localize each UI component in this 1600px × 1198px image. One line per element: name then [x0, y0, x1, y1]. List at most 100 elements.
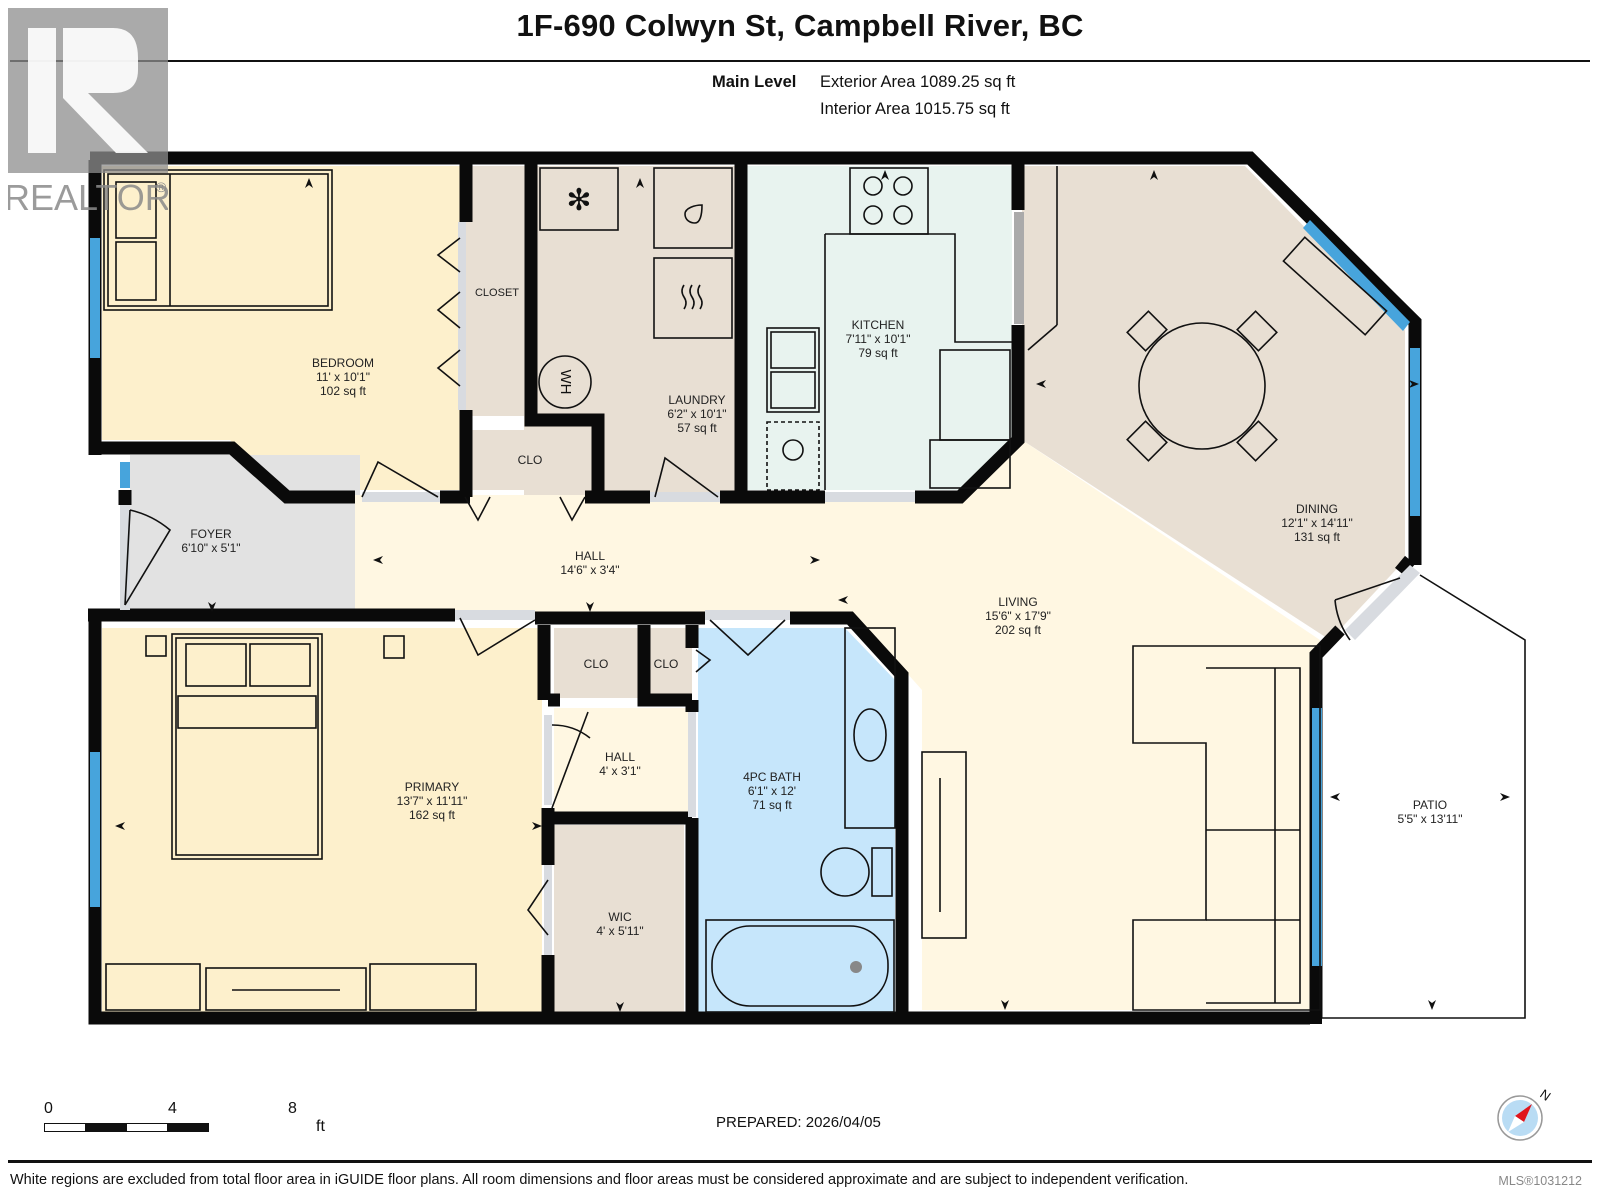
room-area: 71 sq ft — [752, 798, 792, 812]
opening-bath-side — [688, 712, 696, 817]
room-name: DINING — [1295, 502, 1338, 516]
room-dims: 14'6" x 3'4" — [560, 563, 620, 577]
marker — [1150, 170, 1158, 180]
water-heater — [538, 355, 592, 409]
room-name: PATIO — [1412, 798, 1448, 812]
dresser-1 — [105, 963, 201, 1011]
living-bottom-wall-extension — [1310, 1012, 1322, 1024]
room-dims: 6'10" x 5'1" — [181, 541, 241, 555]
room-dims: 11' x 10'1" — [315, 370, 370, 384]
room-dims: 13'7" x 11'11" — [396, 794, 468, 808]
room-label-kitchen: KITCHEN 7'11" x 10'1" 79 sq ft — [846, 318, 911, 360]
prepared-date: PREPARED: 2026/04/05 — [716, 1114, 881, 1131]
bed-bedroom — [103, 169, 333, 311]
bifold-wic — [527, 879, 549, 936]
room-name: LIVING — [998, 595, 1038, 609]
nightstand-2 — [383, 635, 405, 659]
marker — [532, 822, 542, 830]
hall-living-fill — [355, 440, 1320, 1010]
burner-2 — [893, 176, 913, 196]
door-swing-primary — [459, 617, 536, 657]
mls-number: MLS®1031212 — [1498, 1174, 1582, 1188]
room-label-clo-1: CLO — [584, 657, 609, 671]
room-name: FOYER — [190, 527, 232, 541]
bath-sink — [853, 708, 887, 762]
door-swing-laundry — [654, 456, 719, 498]
snowflake-icon: ✻ — [566, 184, 591, 217]
door-swing-bedroom — [361, 460, 439, 498]
marker — [616, 1002, 624, 1012]
opening-primary — [455, 610, 535, 620]
marker — [305, 178, 313, 188]
fridge-2 — [929, 439, 1011, 489]
bifold-hall — [464, 496, 586, 522]
wall-bath-top — [790, 611, 909, 1018]
dryer — [653, 257, 733, 339]
pillow-bedroom-2 — [115, 241, 157, 301]
marker — [1500, 793, 1510, 801]
burner-4 — [893, 205, 913, 225]
dresser-2 — [205, 967, 367, 1011]
door-swing-smallhall — [551, 711, 591, 809]
door-swings — [124, 237, 1401, 936]
door-swing-patio — [1334, 577, 1401, 641]
furniture: ✻ — [103, 166, 1526, 1019]
water-heater-label: WH — [557, 370, 574, 395]
marker — [881, 170, 889, 180]
room-label-closet: CLOSET — [475, 286, 519, 300]
kitchen-fill — [746, 166, 1012, 490]
kitchen-sink — [766, 327, 820, 413]
room-label-patio: PATIO 5'5" x 13'11" — [1398, 798, 1463, 826]
wall-clo-divider — [637, 625, 692, 707]
marker — [208, 602, 216, 612]
room-fills — [102, 166, 1405, 1013]
room-name: PRIMARY — [404, 780, 460, 794]
room-label-bath: 4PC BATH 6'1" x 12' 71 sq ft — [743, 770, 801, 812]
window-primary — [90, 752, 100, 907]
svg-text:REALTOR: REALTOR — [8, 177, 168, 218]
scale-bar — [44, 1123, 209, 1132]
marker — [115, 822, 125, 830]
marker — [373, 556, 383, 564]
opening-bath — [705, 610, 790, 620]
toilet-bowl — [820, 847, 870, 897]
opening-closet — [458, 222, 466, 410]
room-name: WIC — [608, 910, 632, 924]
bed-primary-inner — [175, 637, 319, 856]
bifold-clo2 — [695, 649, 712, 673]
hall-small-fill — [554, 708, 692, 813]
foyer-fill — [130, 455, 360, 615]
bath-vanity — [844, 627, 896, 829]
disclaimer: White regions are excluded from total fl… — [10, 1172, 1189, 1188]
wall-kitchen-right-2 — [915, 325, 1025, 504]
sectional-sofa — [1132, 645, 1321, 1011]
marker — [810, 556, 820, 564]
water-drop-icon — [684, 204, 703, 224]
room-area: 202 sq ft — [994, 623, 1042, 637]
wall-primary-left — [88, 615, 1310, 1025]
chair-4 — [1236, 420, 1278, 462]
scale-tick-0: 0 — [44, 1100, 53, 1117]
windows — [90, 220, 1420, 966]
opening-patio-door — [1345, 565, 1420, 640]
room-label-dining: DINING 12'1" x 14'11" 131 sq ft — [1281, 502, 1353, 544]
room-label-clo-laundry: CLO — [518, 453, 543, 467]
opening-bedroom — [362, 492, 440, 502]
room-label-foyer: FOYER 6'10" x 5'1" — [181, 527, 240, 555]
view-markers — [115, 170, 1510, 1012]
room-area: 79 sq ft — [858, 346, 898, 360]
title-divider — [10, 60, 1590, 62]
dining-table — [1138, 322, 1266, 450]
freezer — [539, 167, 619, 231]
opening-kitchen — [825, 492, 915, 502]
toilet-tank — [871, 847, 893, 897]
window-living — [1312, 708, 1322, 966]
chair-2 — [1236, 310, 1278, 352]
clo-laundry-fill — [463, 430, 593, 490]
wic-fill — [554, 825, 684, 1013]
bed-primary-fold — [177, 695, 317, 729]
bed-primary — [171, 633, 323, 860]
plan-title: 1F-690 Colwyn St, Campbell River, BC — [516, 8, 1084, 43]
floor-plan: ✻ — [88, 151, 1526, 1025]
marker — [1428, 1000, 1436, 1010]
